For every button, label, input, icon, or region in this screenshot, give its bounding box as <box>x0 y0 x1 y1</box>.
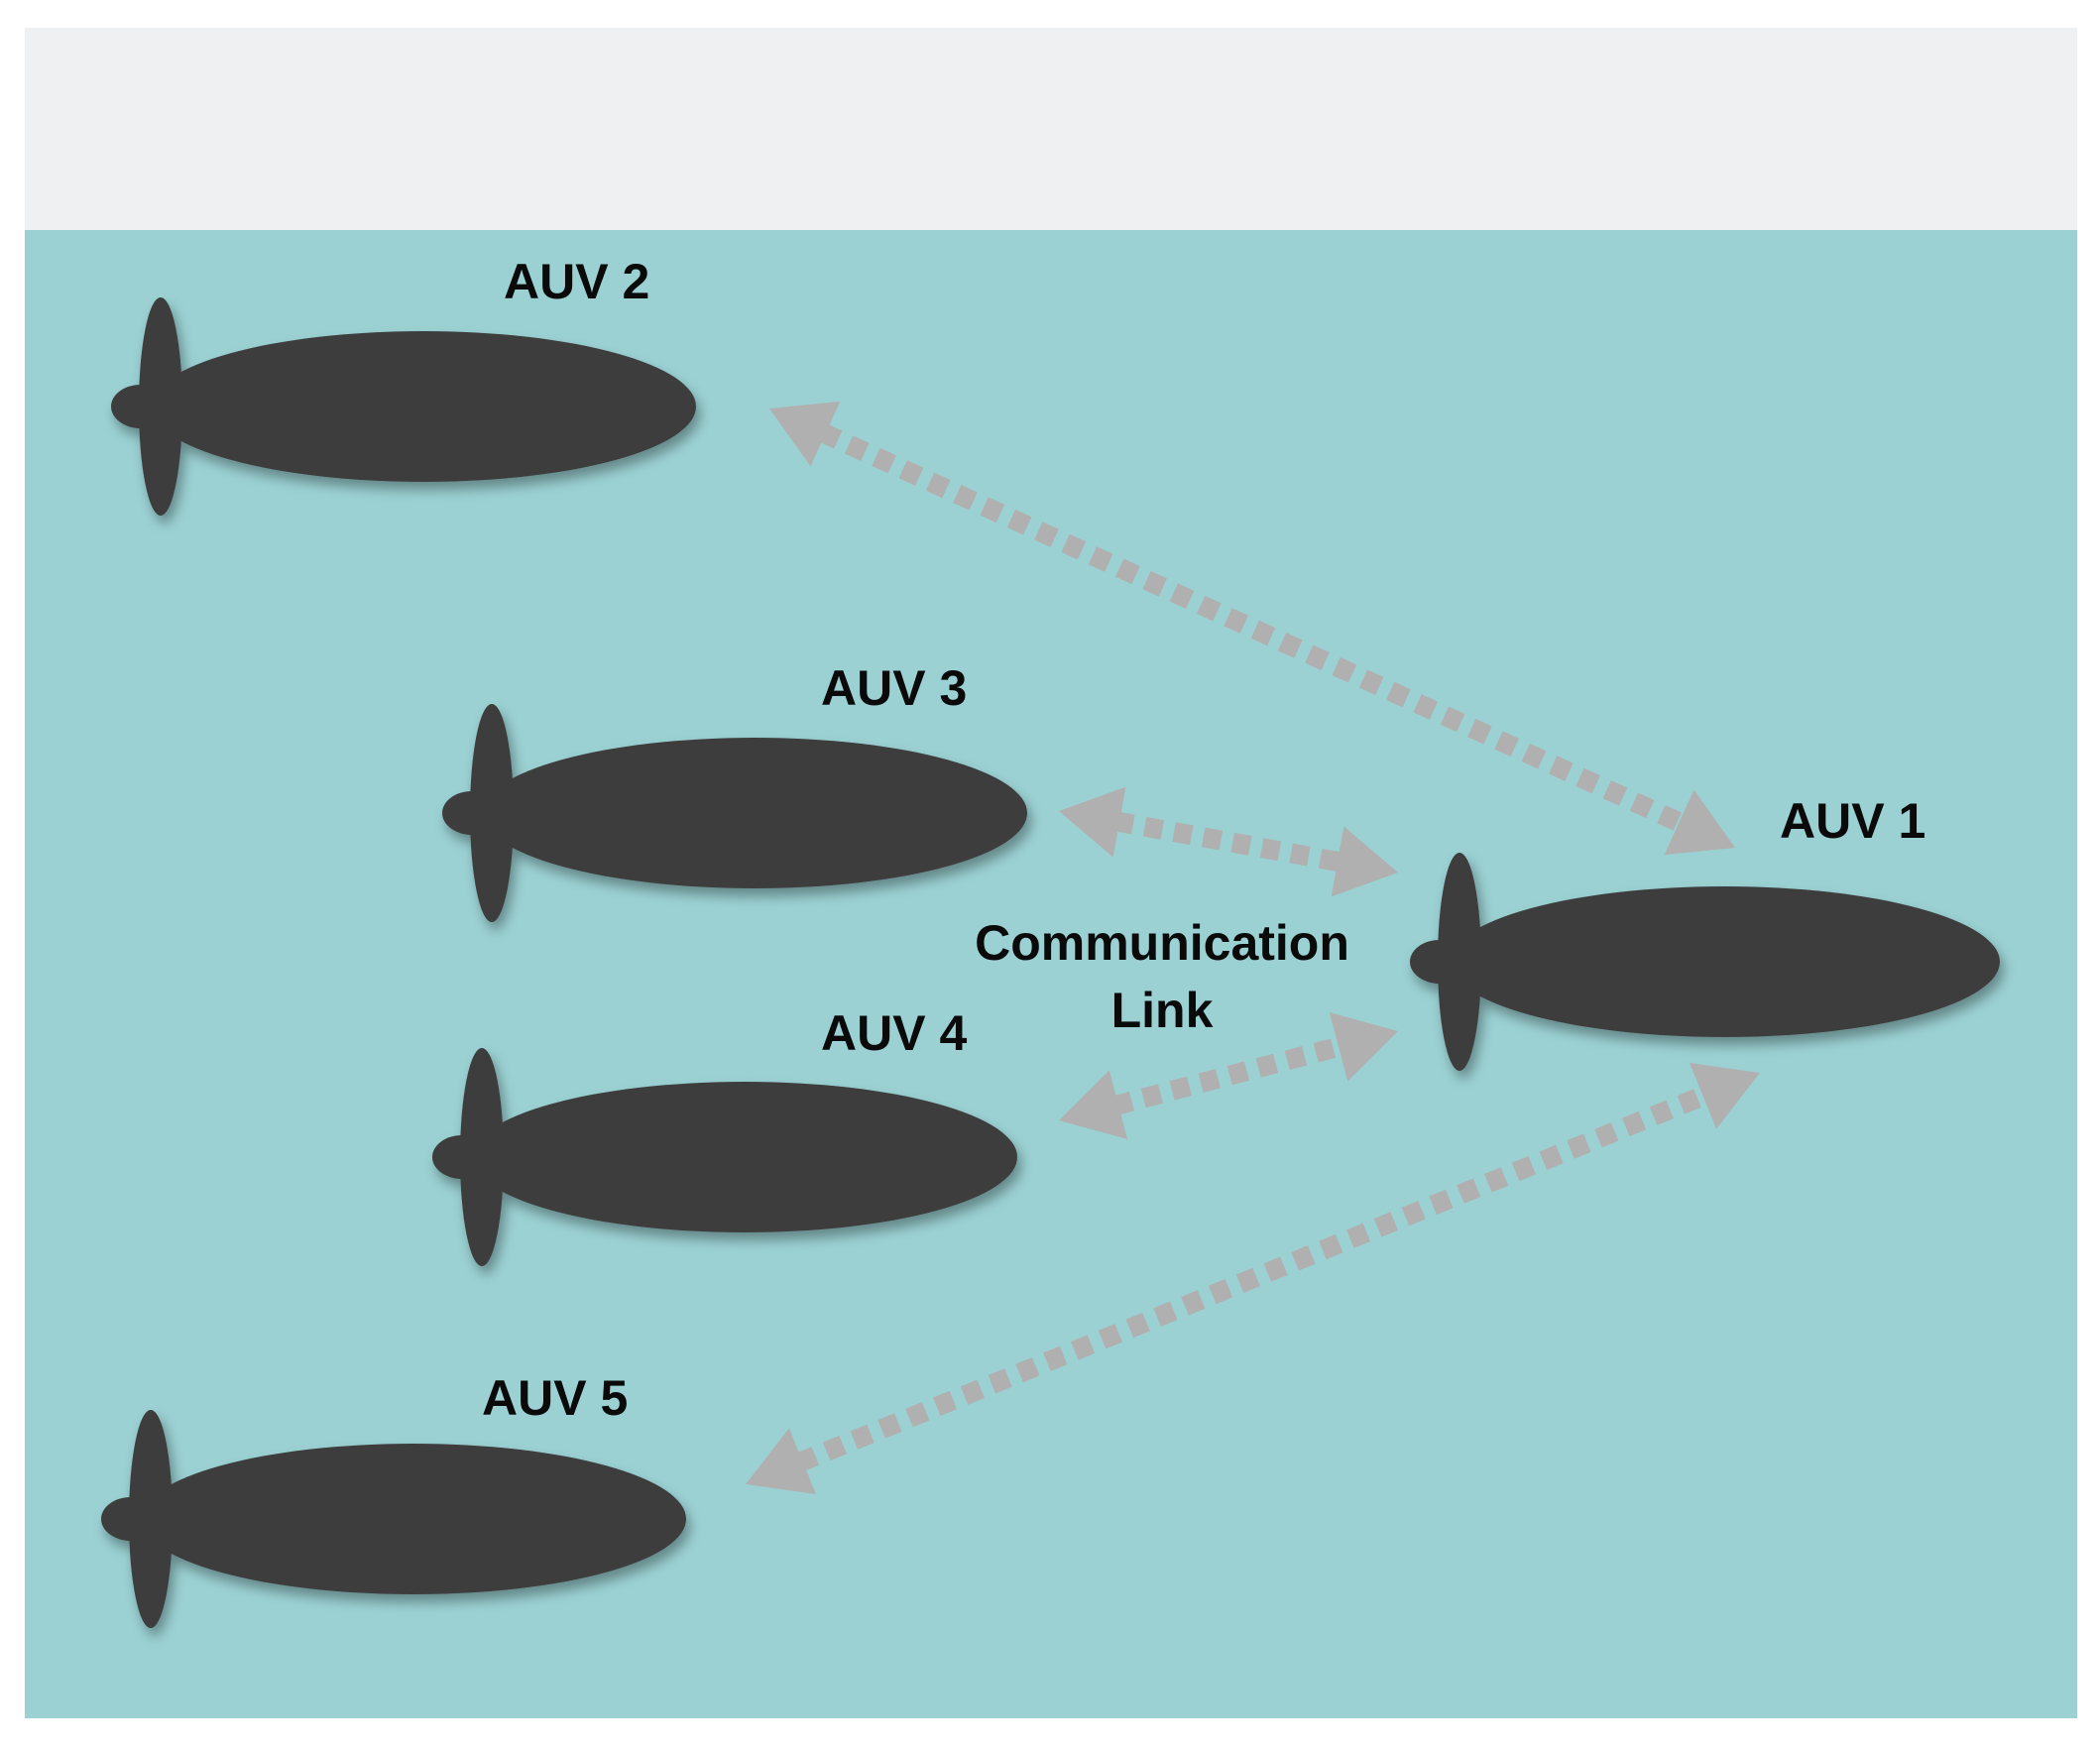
auv1-hull <box>1450 886 2000 1037</box>
auv3-vehicle <box>442 704 1027 922</box>
auv2-vehicle <box>111 297 696 516</box>
auv3-hull <box>482 738 1027 888</box>
arrowhead-end <box>1329 1011 1398 1082</box>
auv2-hull <box>151 331 696 482</box>
auv1-vehicle <box>1410 853 2000 1071</box>
link-auv4-auv1 <box>1059 1011 1398 1140</box>
link-line <box>1113 811 1343 873</box>
link-auv3-auv1 <box>1059 786 1398 897</box>
communication-link-label-line2: Link <box>1111 983 1214 1038</box>
auv1-label: AUV 1 <box>1780 793 1925 849</box>
link-line <box>817 422 1688 834</box>
auv4-vehicle <box>432 1048 1017 1266</box>
link-auv5-auv1 <box>746 1062 1760 1495</box>
auv4-label: AUV 4 <box>821 1005 967 1061</box>
link-line <box>1111 1036 1345 1115</box>
arrowhead-start <box>1059 1070 1128 1140</box>
arrowhead-start <box>746 1428 816 1495</box>
communication-link-label-line1: Communication <box>975 915 1349 971</box>
link-auv2-auv1 <box>769 401 1735 856</box>
arrowhead-end <box>1331 826 1398 897</box>
sky-region <box>25 28 2077 230</box>
arrowhead-start <box>769 401 841 467</box>
auv3-label: AUV 3 <box>821 660 967 716</box>
vehicles <box>101 297 2000 1628</box>
auv5-vehicle <box>101 1410 686 1628</box>
arrowhead-start <box>1059 786 1126 858</box>
arrowhead-end <box>1664 789 1735 856</box>
arrowhead-end <box>1690 1062 1760 1129</box>
communication-links <box>746 401 1760 1495</box>
auv2-label: AUV 2 <box>504 254 649 309</box>
auv5-hull <box>141 1444 686 1594</box>
auv5-label: AUV 5 <box>482 1370 628 1426</box>
auv4-hull <box>472 1082 1017 1232</box>
link-line <box>794 1085 1711 1472</box>
